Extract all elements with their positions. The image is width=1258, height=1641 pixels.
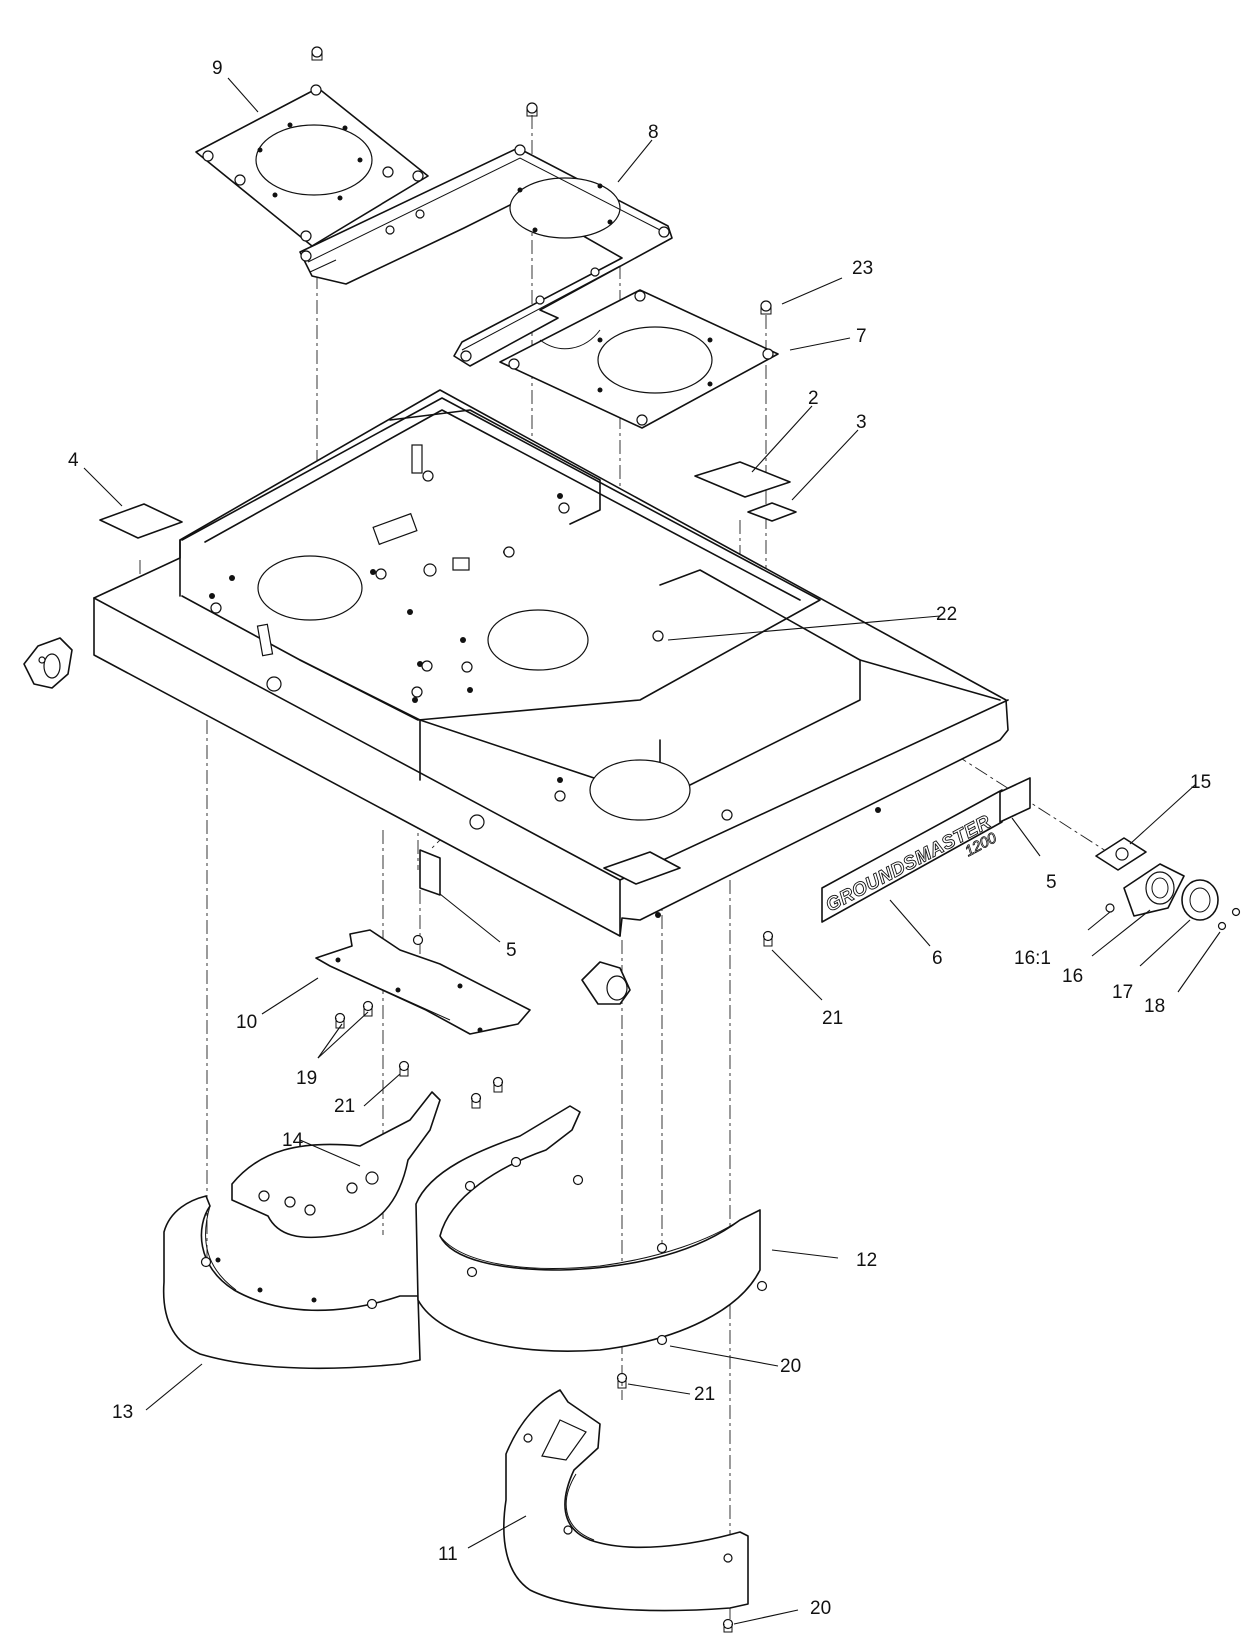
callout-21-top: 21: [822, 1008, 843, 1029]
baffle-14: [231, 1091, 441, 1239]
callout-7: 7: [856, 326, 867, 347]
caster: [581, 961, 631, 1005]
callout-16-1: 16:1: [1014, 948, 1051, 969]
mount-bracket-8: [299, 144, 673, 367]
decal-4: [99, 503, 183, 539]
bearing-flange-left: [23, 637, 73, 689]
callout-2: 2: [808, 388, 819, 409]
mount-plate-7: [499, 289, 779, 429]
screws-21: [398, 930, 774, 1389]
shroud-13: [162, 1195, 421, 1370]
leader-lines: [83, 77, 1221, 1625]
callout-20-bottom: 20: [810, 1598, 831, 1619]
callout-5-left: 5: [506, 940, 517, 961]
decal-5-right: [999, 777, 1031, 823]
decal-3: [747, 502, 797, 522]
decal-2: [694, 461, 791, 498]
bearing-cap-17: [1181, 879, 1219, 921]
nut: [311, 46, 323, 61]
nut-23: [760, 300, 772, 315]
callout-3: 3: [856, 412, 867, 433]
callout-14: 14: [282, 1130, 304, 1151]
chassis-frame: [93, 389, 1009, 937]
callout-4: 4: [68, 450, 79, 471]
callout-16: 16: [1062, 966, 1083, 987]
callout-11: 11: [438, 1544, 458, 1565]
callout-15: 15: [1190, 772, 1211, 793]
callout-13: 13: [112, 1402, 133, 1423]
callout-21-bottom: 21: [694, 1384, 715, 1405]
callout-22: 22: [936, 604, 957, 625]
mount-plate-9: [195, 84, 429, 247]
callout-17: 17: [1112, 982, 1133, 1003]
callout-9: 9: [212, 58, 223, 79]
bearing-plate-15: [1095, 837, 1147, 871]
callout-19: 19: [296, 1068, 317, 1089]
shroud-12: [415, 1105, 768, 1353]
callout-23: 23: [852, 258, 873, 279]
callout-21-mid: 21: [334, 1096, 355, 1117]
callout-10: 10: [236, 1012, 257, 1033]
callout-20-top: 20: [780, 1356, 801, 1377]
callout-12: 12: [856, 1250, 877, 1271]
nut: [526, 102, 538, 117]
bracket-10: [315, 929, 531, 1035]
bearing-16: [1123, 863, 1185, 917]
grease-fitting-16-1: [1105, 903, 1115, 913]
callout-18: 18: [1144, 996, 1165, 1017]
callout-6: 6: [932, 948, 943, 969]
shroud-11: [503, 1389, 749, 1633]
screws-18: [1217, 907, 1241, 931]
callout-labels: 9 8 23 7 2 3 4 22 15 5 5 6 16:1 16 17 18…: [68, 58, 1211, 1619]
screws-19: [334, 1000, 374, 1029]
callout-5-right: 5: [1046, 872, 1057, 893]
callout-8: 8: [648, 122, 659, 143]
decal-brand-text: GROUNDSMASTER: [822, 812, 994, 917]
